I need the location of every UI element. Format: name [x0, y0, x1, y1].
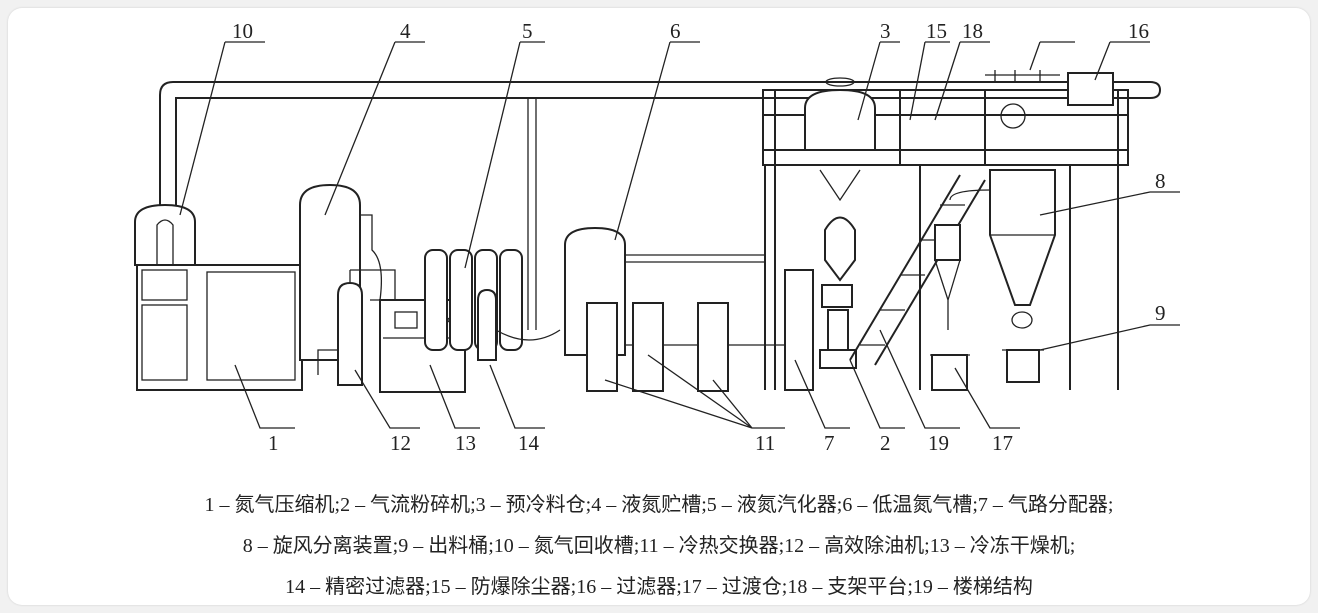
- filter-unit: [1067, 72, 1114, 106]
- legend-line-2: 8 – 旋风分离装置;9 – 出料桶;10 – 氮气回收槽;11 – 冷热交换器…: [242, 535, 1076, 557]
- label-11: 11: [755, 431, 775, 455]
- label-13: 13: [455, 431, 476, 455]
- process-diagram: 10 4 5 6 3 15 18 16 8 9 1 12 13 14 11 7 …: [134, 19, 1180, 455]
- label-6: 6: [670, 19, 681, 43]
- label-19: 19: [928, 431, 949, 455]
- label-4: 4: [400, 19, 411, 43]
- discharge-barrel: [1002, 349, 1044, 383]
- label-3: 3: [880, 19, 891, 43]
- precision-filter: [477, 288, 561, 361]
- nitrogen-recovery-tank: [134, 203, 196, 266]
- transition-bin: [930, 224, 970, 391]
- label-14: 14: [518, 431, 540, 455]
- label-2: 2: [880, 431, 891, 455]
- heat-exchangers: [586, 302, 729, 392]
- label-7: 7: [824, 431, 835, 455]
- jet-mill: [819, 216, 857, 369]
- label-5: 5: [522, 19, 533, 43]
- label-8: 8: [1155, 169, 1166, 193]
- oil-remover: [317, 269, 396, 386]
- staircase: [849, 174, 986, 366]
- legend-line-1: 1 – 氮气压缩机;2 – 气流粉碎机;3 – 预冷料仓;4 – 液氮贮槽;5 …: [204, 494, 1114, 516]
- label-10: 10: [232, 19, 253, 43]
- cyclone-separator: [949, 169, 1056, 329]
- label-18: 18: [962, 19, 983, 43]
- gas-distributor: [764, 235, 814, 391]
- label-12: 12: [390, 431, 411, 455]
- main-nitrogen-pipe: [159, 81, 1162, 330]
- precooling-silo: [804, 77, 876, 202]
- label-9: 9: [1155, 301, 1166, 325]
- label-15: 15: [926, 19, 947, 43]
- legend-line-3: 14 – 精密过滤器;15 – 防爆除尘器;16 – 过滤器;17 – 过渡仓;…: [285, 576, 1033, 598]
- label-17: 17: [992, 431, 1013, 455]
- label-1: 1: [268, 431, 279, 455]
- nitrogen-compressor: [136, 264, 303, 391]
- dust-collector: [985, 70, 1060, 129]
- label-16: 16: [1128, 19, 1149, 43]
- leader-lines: [179, 41, 1180, 429]
